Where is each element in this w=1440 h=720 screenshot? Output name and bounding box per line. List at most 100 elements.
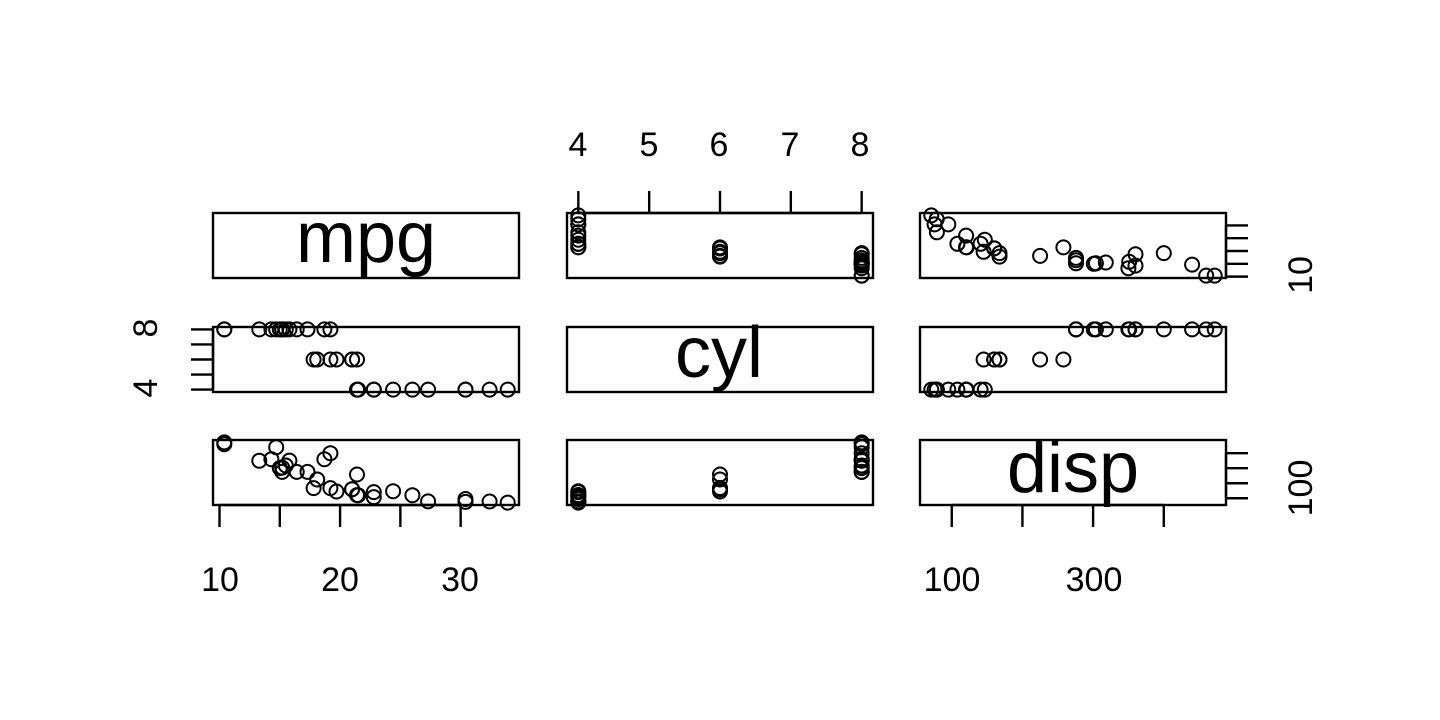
- point-cyl-vs-disp-19: [923, 381, 940, 398]
- point-disp-vs-cyl-29: [712, 483, 728, 500]
- point-mpg-vs-cyl-27: [570, 216, 587, 233]
- point-cyl-vs-mpg-24: [322, 321, 339, 338]
- point-mpg-vs-disp-30: [1085, 255, 1102, 272]
- point-mpg-vs-cyl-31: [570, 239, 587, 256]
- point-cyl-vs-disp-30: [1085, 321, 1102, 338]
- point-disp-vs-cyl-28: [853, 452, 870, 469]
- point-cyl-vs-disp-14: [1206, 321, 1223, 338]
- point-cyl-vs-disp-7: [976, 381, 993, 398]
- point-mpg-vs-cyl-10: [712, 248, 728, 265]
- point-disp-vs-mpg-27: [457, 491, 474, 507]
- bottom-tick-label-10: 10: [201, 561, 239, 599]
- point-cyl-vs-disp-31: [958, 381, 975, 398]
- panel-frame-disp-cyl: [565, 438, 875, 507]
- top-tick-label-8: 8: [851, 126, 870, 164]
- top-tick-label-7: 7: [781, 126, 800, 164]
- point-disp-vs-cyl-5: [712, 471, 728, 488]
- point-cyl-vs-mpg-7: [385, 381, 402, 398]
- point-mpg-vs-disp-13: [1068, 255, 1084, 272]
- point-cyl-vs-disp-2: [949, 381, 966, 398]
- point-cyl-vs-disp-3: [1055, 351, 1072, 368]
- point-cyl-vs-mpg-26: [404, 381, 421, 398]
- point-disp-vs-mpg-10: [305, 480, 322, 497]
- point-disp-vs-mpg-23: [251, 452, 268, 469]
- point-cyl-vs-mpg-10: [305, 351, 322, 368]
- point-cyl-vs-mpg-3: [349, 351, 365, 368]
- point-cyl-vs-mpg-9: [322, 351, 339, 368]
- point-cyl-vs-mpg-30: [271, 321, 288, 338]
- bottom-tick-label-100: 100: [924, 561, 981, 599]
- bottom-tick-label-30: 30: [441, 561, 479, 599]
- point-mpg-vs-disp-8: [972, 235, 989, 252]
- panel-frame-mpg-mpg: [211, 211, 521, 280]
- point-mpg-vs-disp-10: [991, 248, 1008, 265]
- bottom-tick-label-300: 300: [1066, 561, 1123, 599]
- point-mpg-vs-cyl-24: [853, 245, 870, 262]
- point-cyl-vs-disp-28: [1121, 321, 1138, 338]
- point-cyl-vs-mpg-29: [328, 351, 345, 368]
- point-cyl-vs-disp-29: [975, 351, 992, 368]
- point-disp-vs-mpg-16: [268, 439, 285, 456]
- point-mpg-vs-disp-16: [1184, 256, 1201, 273]
- point-mpg-vs-disp-21: [1097, 254, 1114, 271]
- var-label-cyl: cyl: [675, 313, 763, 393]
- bottom-tick-label-20: 20: [321, 561, 359, 599]
- point-mpg-vs-disp-7: [976, 231, 993, 248]
- point-disp-vs-mpg-26: [404, 487, 421, 504]
- point-mpg-vs-disp-3: [1055, 239, 1072, 256]
- point-disp-vs-cyl-31: [570, 487, 587, 504]
- point-cyl-vs-mpg-17: [481, 381, 498, 398]
- point-cyl-vs-mpg-19: [499, 381, 516, 398]
- point-mpg-vs-cyl-7: [570, 231, 587, 248]
- point-cyl-vs-mpg-1: [344, 351, 361, 368]
- point-cyl-vs-mpg-15: [216, 321, 233, 338]
- point-cyl-vs-disp-24: [1155, 321, 1172, 338]
- point-cyl-vs-mpg-28: [281, 321, 298, 338]
- point-cyl-vs-disp-25: [928, 381, 945, 398]
- point-mpg-vs-disp-25: [928, 224, 945, 241]
- point-cyl-vs-disp-21: [1097, 321, 1114, 338]
- point-cyl-vs-disp-27: [940, 381, 957, 398]
- point-mpg-vs-disp-28: [1121, 253, 1138, 270]
- top-tick-label-6: 6: [710, 126, 729, 164]
- point-disp-vs-mpg-5: [309, 471, 326, 488]
- point-cyl-vs-mpg-8: [365, 381, 382, 398]
- point-mpg-vs-cyl-3: [712, 239, 728, 256]
- point-disp-vs-mpg-29: [328, 483, 345, 500]
- point-mpg-vs-disp-1: [986, 240, 1003, 257]
- point-mpg-vs-disp-12: [1068, 249, 1084, 266]
- point-mpg-vs-cyl-12: [853, 249, 870, 266]
- point-disp-vs-mpg-17: [481, 493, 498, 510]
- point-mpg-vs-cyl-23: [853, 260, 870, 277]
- point-cyl-vs-disp-6: [1127, 321, 1144, 338]
- left-tick-label-4: 4: [127, 379, 165, 398]
- left-tick-label-8: 8: [127, 319, 165, 338]
- point-cyl-vs-disp-1: [986, 351, 1003, 368]
- top-tick-label-4: 4: [569, 126, 588, 164]
- right-tick-label-mpg-10: 10: [1282, 256, 1320, 294]
- point-disp-vs-mpg-30: [271, 460, 288, 477]
- point-cyl-vs-disp-15: [1198, 321, 1215, 338]
- panel-frame-mpg-disp: [918, 211, 1228, 280]
- point-disp-vs-mpg-12: [299, 463, 316, 480]
- point-disp-vs-mpg-8: [365, 484, 382, 501]
- var-label-disp: disp: [1007, 428, 1139, 508]
- right-tick-label-disp-100: 100: [1282, 460, 1320, 517]
- point-mpg-vs-disp-24: [1155, 245, 1172, 262]
- point-mpg-vs-disp-14: [1206, 267, 1223, 284]
- point-mpg-vs-disp-15: [1198, 267, 1215, 284]
- point-mpg-vs-disp-31: [958, 239, 975, 256]
- top-tick-label-5: 5: [640, 126, 659, 164]
- point-mpg-vs-cyl-30: [853, 255, 870, 272]
- point-cyl-vs-mpg-25: [420, 381, 437, 398]
- panel-frame-cyl-disp: [918, 325, 1228, 394]
- point-mpg-vs-disp-29: [975, 243, 992, 260]
- point-disp-vs-cyl-27: [570, 491, 587, 507]
- point-cyl-vs-disp-16: [1184, 321, 1201, 338]
- point-cyl-vs-disp-5: [1032, 351, 1049, 368]
- point-cyl-vs-mpg-23: [251, 321, 268, 338]
- point-mpg-vs-cyl-26: [570, 227, 587, 244]
- var-label-mpg: mpg: [296, 198, 436, 278]
- point-disp-vs-cyl-30: [853, 460, 870, 477]
